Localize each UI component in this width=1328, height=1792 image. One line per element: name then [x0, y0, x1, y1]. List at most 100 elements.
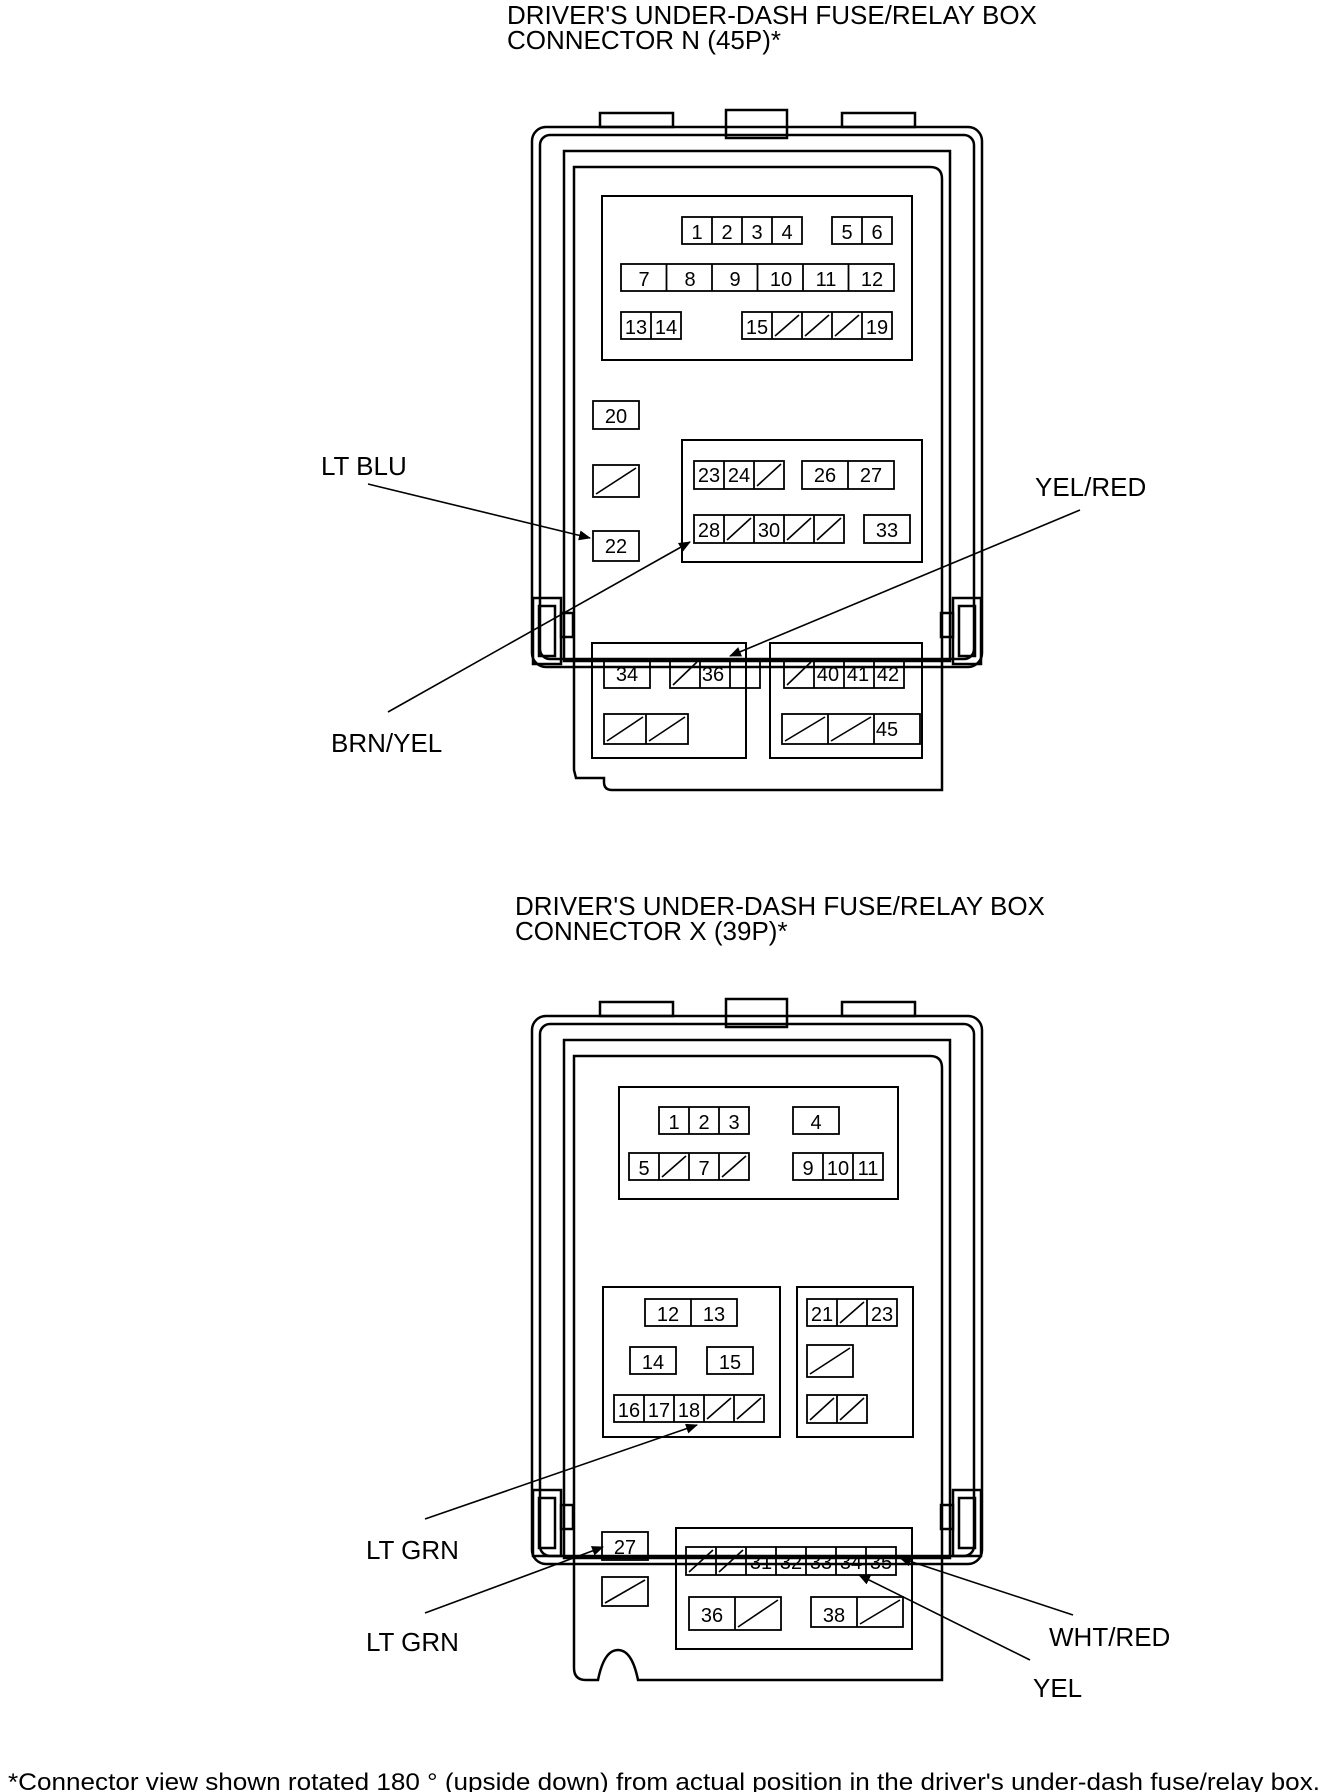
callout-line-brn-yel	[387, 541, 691, 713]
pin-label: 22	[605, 536, 627, 558]
pin-label: 33	[876, 520, 898, 542]
empty-cavity-slash	[816, 517, 842, 541]
pin-label: 5	[638, 1158, 649, 1180]
empty-cavity-slash	[718, 1549, 744, 1573]
wire-label-lt-blu: LT BLU	[321, 451, 407, 481]
callout-line-lt-grn-27	[424, 1546, 604, 1614]
connector-x-body	[530, 997, 984, 1682]
pin-label: 26	[814, 465, 836, 487]
pin-label: 14	[655, 317, 677, 339]
empty-cavity-slash	[774, 314, 800, 337]
connector-n-body	[530, 108, 984, 792]
pin-label: 5	[841, 222, 852, 244]
cavity-row	[806, 1344, 854, 1378]
cavity-row	[781, 713, 921, 745]
empty-cavity-slash	[736, 1397, 762, 1420]
pin-label: 9	[729, 269, 740, 291]
pin-label: 32	[780, 1552, 802, 1574]
pin-label: 33	[810, 1552, 832, 1574]
cavity-row	[741, 311, 893, 340]
connector-x-cavities	[601, 1106, 904, 1631]
cavity-row	[601, 1531, 649, 1561]
empty-cavity-slash	[809, 1397, 835, 1421]
empty-cavity-slash	[809, 1347, 851, 1375]
pin-label: 10	[770, 269, 792, 291]
pin-label: 7	[698, 1158, 709, 1180]
cavity-row	[592, 530, 640, 562]
callout-line-yel-red	[729, 509, 1081, 657]
pin-label: 38	[823, 1605, 845, 1627]
pin-label: 1	[668, 1112, 679, 1134]
pin-label: 34	[840, 1552, 862, 1574]
pin-label: 12	[657, 1304, 679, 1326]
pin-label: 42	[877, 664, 899, 686]
connector-n-cavities	[592, 216, 921, 745]
pin-label: 11	[858, 1158, 879, 1180]
pin-label: 20	[605, 406, 627, 428]
cavity-row	[603, 658, 651, 689]
callout-line-lt-grn-17	[424, 1423, 698, 1520]
empty-cavity-slash	[604, 1579, 646, 1604]
pin-label: 13	[703, 1304, 725, 1326]
pin-label: 41	[847, 664, 869, 686]
empty-cavity-slash	[688, 1549, 714, 1573]
empty-cavity-slash	[839, 1397, 865, 1421]
connector-n-title-line2: CONNECTOR N (45P)*	[507, 25, 781, 55]
connector-n-pin-labels: 1 2 3 4 5 6 7 8 9 10 11 12 13 14 15 19 2…	[605, 222, 899, 741]
pin-label: 31	[750, 1552, 772, 1574]
cavity-row	[592, 400, 640, 430]
empty-cavity-slash	[606, 716, 644, 742]
callout-line-yel	[858, 1574, 1031, 1661]
connector-x-title-line2: CONNECTOR X (39P)*	[515, 916, 788, 946]
callout-line-lt-blu	[367, 483, 591, 541]
cavity-row	[792, 1152, 884, 1181]
pin-label: 3	[728, 1112, 739, 1134]
connector-x-pin-labels: 1 2 3 4 5 7 9 10 11 12 13 14 15 16 17 18…	[614, 1112, 893, 1627]
pin-label: 9	[802, 1158, 813, 1180]
pin-label: 34	[616, 664, 638, 686]
empty-cavity-slash	[595, 467, 637, 495]
cavity-row	[706, 1346, 754, 1375]
cavity-row	[658, 1106, 750, 1135]
pin-label: 1	[691, 222, 702, 244]
empty-cavity-slash	[756, 463, 782, 487]
cavity-row	[806, 1298, 898, 1327]
cavity-row	[629, 1346, 677, 1375]
empty-cavity-slash	[672, 661, 698, 686]
cavity-row	[685, 1546, 897, 1576]
pin-label: 36	[701, 1605, 723, 1627]
wire-label-yel-red: YEL/RED	[1035, 472, 1146, 502]
wire-label-lt-grn-27: LT GRN	[366, 1627, 459, 1657]
pin-label: 17	[648, 1400, 670, 1422]
pin-label: 30	[758, 520, 780, 542]
cavity-row	[592, 464, 640, 498]
pin-label: 15	[746, 317, 768, 339]
empty-cavity-slash	[859, 1599, 901, 1625]
empty-cavity-slash	[839, 1301, 865, 1324]
cavity-row	[613, 1394, 765, 1423]
pin-label: 24	[728, 465, 750, 487]
connector-n-housings	[591, 195, 923, 759]
pin-label: 12	[861, 269, 883, 291]
pin-label: 10	[827, 1158, 849, 1180]
pin-label: 21	[811, 1304, 833, 1326]
pin-label: 45	[876, 719, 898, 741]
empty-cavity-slash	[737, 1599, 779, 1628]
empty-cavity-slash	[784, 716, 826, 742]
wire-label-wht-red: WHT/RED	[1049, 1622, 1170, 1652]
pin-label: 23	[871, 1304, 893, 1326]
cavity-row	[693, 514, 845, 544]
pin-label: 4	[781, 222, 792, 244]
empty-cavity-slash	[721, 1155, 747, 1178]
pin-label: 3	[751, 222, 762, 244]
pin-label: 19	[866, 317, 888, 339]
connector-n-callouts	[367, 483, 1081, 713]
cavity-row	[863, 514, 911, 544]
footnote: *Connector view shown rotated 180 ° (ups…	[8, 1769, 1320, 1792]
empty-cavity-slash	[786, 661, 812, 686]
cavity-row	[601, 1576, 649, 1607]
wire-label-yel: YEL	[1033, 1673, 1082, 1703]
empty-cavity-slash	[706, 1397, 732, 1420]
pin-label: 27	[614, 1537, 636, 1559]
pin-label: 14	[642, 1352, 664, 1374]
